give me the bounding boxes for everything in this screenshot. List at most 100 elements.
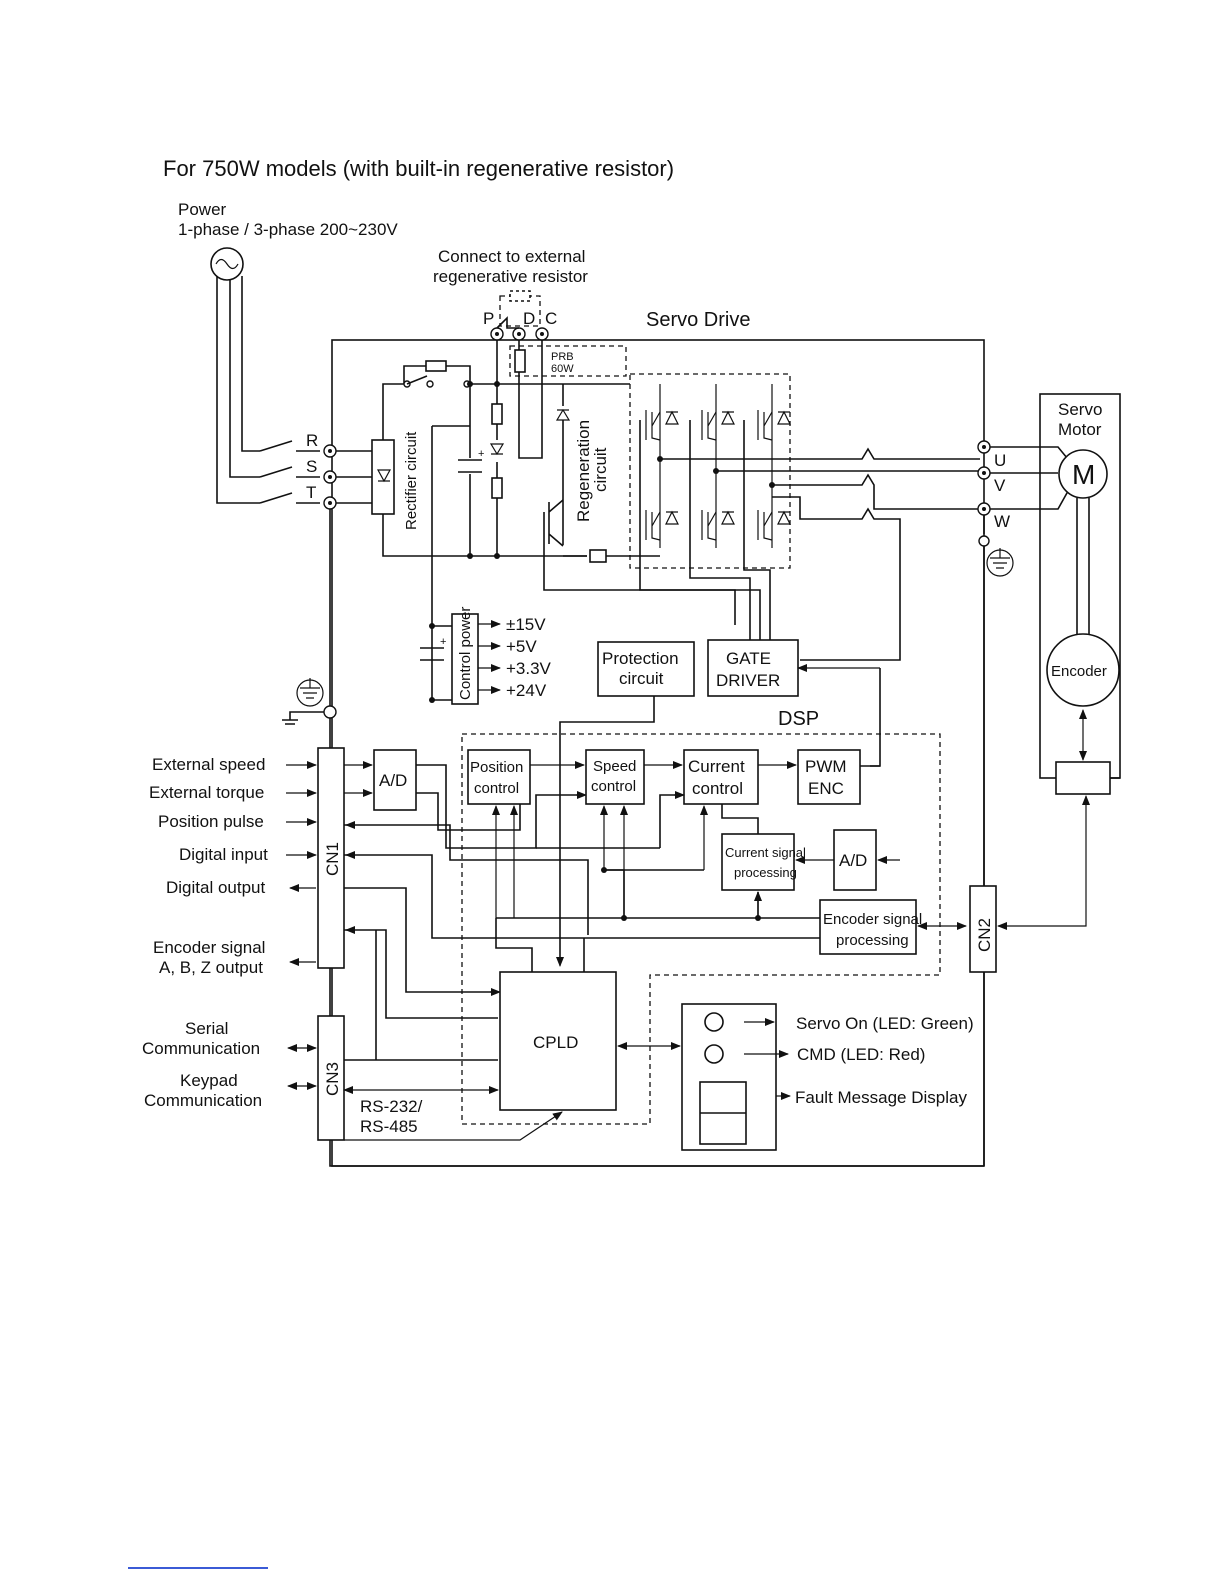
servo-motor-label-2: Motor bbox=[1058, 420, 1102, 439]
serial-comm-label-2: Communication bbox=[142, 1039, 260, 1058]
position-control-label-1: Position bbox=[470, 759, 523, 776]
encoder-label: Encoder bbox=[1051, 663, 1107, 680]
rectifier-label: Rectifier circuit bbox=[403, 431, 420, 530]
speed-control-label-2: control bbox=[591, 778, 636, 795]
regeneration-label-1: Regeneration bbox=[574, 420, 593, 522]
speed-control-label-1: Speed bbox=[593, 758, 636, 775]
pwm-enc-label-2: ENC bbox=[808, 779, 844, 798]
cpld-label: CPLD bbox=[533, 1033, 578, 1052]
current-control-label-1: Current bbox=[688, 757, 745, 776]
rectifier-box bbox=[371, 439, 395, 515]
rs-label-1: RS-232/ bbox=[360, 1097, 423, 1116]
regeneration-label-2: circuit bbox=[591, 447, 610, 492]
terminal-w-label: W bbox=[994, 512, 1010, 531]
control-power-output: +24V bbox=[506, 681, 547, 700]
prb-box bbox=[509, 345, 627, 377]
servo-on-led-icon bbox=[704, 1012, 724, 1032]
indicator-cmd: CMD (LED: Red) bbox=[797, 1045, 925, 1064]
gate-driver-box bbox=[707, 639, 799, 697]
dsp-region bbox=[461, 733, 941, 1125]
igbt-bridge-icon bbox=[645, 384, 791, 548]
keypad-comm-label-1: Keypad bbox=[180, 1071, 238, 1090]
motor-symbol: M bbox=[1072, 459, 1095, 490]
pwm-enc-label-1: PWM bbox=[805, 757, 847, 776]
cpld-box bbox=[499, 971, 617, 1111]
cn2-connector bbox=[969, 885, 997, 973]
encoder-output-label-2: A, B, Z output bbox=[159, 958, 263, 977]
control-power-label: Control power bbox=[457, 607, 474, 700]
control-power-output: ±15V bbox=[506, 615, 546, 634]
encoder-icon bbox=[1046, 633, 1120, 707]
diagram-title: For 750W models (with built-in regenerat… bbox=[163, 156, 674, 181]
servo-drive-outline bbox=[331, 339, 985, 1167]
terminal-s-label: S bbox=[306, 457, 317, 476]
ground-icon bbox=[986, 548, 1014, 577]
svg-text:+: + bbox=[440, 636, 446, 648]
pwm-enc-box bbox=[797, 749, 861, 805]
current-control-box bbox=[683, 749, 759, 805]
terminal-p-label: P bbox=[483, 309, 494, 328]
protection-label-2: circuit bbox=[619, 669, 664, 688]
encoder-signal-label-2: processing bbox=[836, 932, 909, 949]
external-resistor-label-2: regenerative resistor bbox=[433, 267, 588, 286]
cn1-connector bbox=[317, 747, 345, 969]
servo-motor-label-1: Servo bbox=[1058, 400, 1102, 419]
cn1-signal-digital-output: Digital output bbox=[166, 878, 266, 897]
ground-icon bbox=[296, 678, 324, 707]
terminal-uvw bbox=[977, 440, 991, 547]
power-label: Power bbox=[178, 200, 227, 219]
indicator-servo-on: Servo On (LED: Green) bbox=[796, 1014, 974, 1033]
servo-drive-title: Servo Drive bbox=[646, 309, 750, 331]
cn1-signal-external-speed: External speed bbox=[152, 755, 265, 774]
ad-converter-label: A/D bbox=[379, 771, 407, 790]
ad-converter-box bbox=[833, 829, 877, 891]
current-signal-processing-box bbox=[721, 833, 795, 891]
encoder-output-label-1: Encoder signal bbox=[153, 938, 265, 957]
cn2-label: CN2 bbox=[975, 918, 994, 952]
dsp-label: DSP bbox=[778, 708, 819, 730]
terminal-t-label: T bbox=[306, 483, 316, 502]
terminal-d-label: D bbox=[523, 309, 535, 328]
keypad-comm-label-2: Communication bbox=[144, 1091, 262, 1110]
gate-driver-label-2: DRIVER bbox=[716, 671, 780, 690]
svg-text:+: + bbox=[478, 448, 484, 460]
prb-value: 60W bbox=[551, 363, 574, 375]
external-resistor-label-1: Connect to external bbox=[438, 247, 585, 266]
power-spec: 1-phase / 3-phase 200~230V bbox=[178, 220, 398, 239]
terminal-rst bbox=[323, 444, 337, 510]
current-control-label-2: control bbox=[692, 779, 743, 798]
ad-converter-label: A/D bbox=[839, 851, 867, 870]
cmd-led-icon bbox=[704, 1044, 724, 1064]
rs-label-2: RS-485 bbox=[360, 1117, 418, 1136]
control-power-box bbox=[451, 613, 479, 705]
cn1-signal-digital-input: Digital input bbox=[179, 845, 268, 864]
terminal-v-label: V bbox=[994, 476, 1006, 495]
terminal-u-label: U bbox=[994, 451, 1006, 470]
cn1-signal-external-torque: External torque bbox=[149, 783, 264, 802]
protection-circuit-box bbox=[597, 641, 695, 697]
ac-source-icon bbox=[210, 247, 244, 281]
indicator-fault-display: Fault Message Display bbox=[795, 1088, 967, 1107]
position-control-label-2: control bbox=[474, 780, 519, 797]
prb-label: PRB bbox=[551, 351, 574, 363]
position-control-box bbox=[467, 749, 531, 805]
footer-link-underline bbox=[128, 1567, 268, 1569]
encoder-signal-processing-box bbox=[819, 899, 917, 955]
ad-converter-box bbox=[373, 749, 417, 811]
cn1-label: CN1 bbox=[323, 842, 342, 876]
gate-driver-label-1: GATE bbox=[726, 649, 771, 668]
cn1-signal-position-pulse: Position pulse bbox=[158, 812, 264, 831]
encoder-signal-label-1: Encoder signal bbox=[823, 911, 922, 928]
control-power-output: +5V bbox=[506, 637, 537, 656]
cn3-label: CN3 bbox=[323, 1062, 342, 1096]
control-power-output: +3.3V bbox=[506, 659, 552, 678]
speed-control-box bbox=[585, 749, 645, 805]
terminal-r-label: R bbox=[306, 431, 318, 450]
seven-segment-display-icon bbox=[699, 1081, 747, 1145]
current-signal-label-1: Current signal bbox=[725, 845, 806, 860]
serial-comm-label-1: Serial bbox=[185, 1019, 228, 1038]
motor-icon bbox=[1058, 449, 1108, 499]
current-signal-label-2: processing bbox=[734, 865, 797, 880]
terminal-c-label: C bbox=[545, 309, 557, 328]
